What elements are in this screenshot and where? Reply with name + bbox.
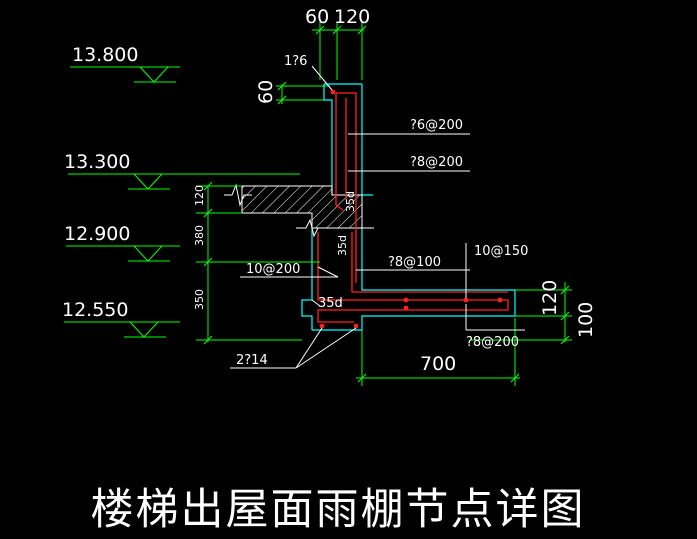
rebar-note-8-200-upper: ?8@200 — [410, 155, 463, 170]
elevation-label: 12.900 — [64, 223, 130, 245]
dim-700: 700 — [420, 353, 456, 375]
rebar-note-6-200: ?6@200 — [410, 118, 463, 133]
left-60-dimension — [276, 81, 330, 105]
elevation-marker-13800: 13.800 — [70, 44, 180, 83]
dim-350-vert: 350 — [193, 289, 206, 310]
dim-380-vert: 380 — [193, 225, 206, 246]
leader-lines — [230, 65, 525, 369]
rebar-note-10-150: 10@150 — [474, 244, 528, 259]
drawing-title: 楼梯出屋面雨棚节点详图 — [91, 485, 586, 535]
bottom-dimension — [356, 318, 520, 386]
rebar-note-10-200: 10@200 — [246, 262, 300, 277]
rebar-note-8-200-lower: ?8@200 — [466, 335, 519, 350]
dim-60-left: 60 — [255, 80, 277, 104]
left-vertical-dimensions — [196, 181, 320, 345]
elevation-label: 13.300 — [64, 151, 130, 173]
concrete-outline — [301, 83, 516, 331]
dim-120-right: 120 — [539, 280, 561, 316]
anchor-35d-mid: 35d — [336, 235, 349, 256]
elevation-marker-12550: 12.550 — [62, 299, 180, 338]
elevation-label: 12.550 — [62, 299, 128, 321]
top-dimension — [312, 22, 367, 80]
dim-120-top: 120 — [334, 6, 370, 28]
anchor-35d-top: 35d — [344, 191, 357, 212]
rebar-note-1-6: 1?6 — [284, 54, 307, 69]
rebar — [317, 92, 509, 323]
anchor-35d-bottom: 35d — [318, 296, 343, 311]
rebar-note-2-14: 2?14 — [236, 353, 268, 368]
right-vertical-dimensions — [470, 282, 572, 345]
elevation-marker-12900: 12.900 — [64, 223, 180, 262]
dim-120-vert: 120 — [193, 185, 206, 206]
rebar-dots — [319, 89, 503, 329]
dim-100-right: 100 — [575, 302, 597, 338]
elevation-marker-13300: 13.300 — [64, 151, 300, 190]
rebar-note-8-100: ?8@100 — [388, 255, 441, 270]
dim-60-top: 60 — [305, 6, 329, 28]
elevation-label: 13.800 — [72, 44, 138, 66]
roof-slab — [224, 183, 374, 238]
